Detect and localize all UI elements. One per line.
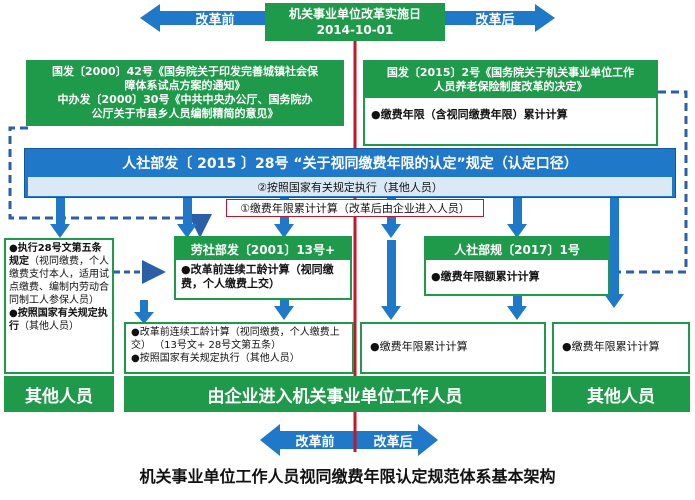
- policy-line: 中办发〔2000〕30号《中共中央办公厅、国务院办: [57, 93, 313, 106]
- banner-rule-1: ①缴费年限累计计算（改革后由企业进入人员）: [226, 199, 484, 217]
- rule-bullet: ●执行28号文第五条规定: [9, 243, 102, 267]
- reform-policy-title: 国发〔2015〕2号《国务院关于机关事业单位工作 人员养老保险制度改革的决定》: [365, 62, 656, 98]
- bottom-after-label: 改革后: [373, 434, 413, 450]
- dashed-right-connector: [554, 90, 688, 284]
- figure-caption: 机关事业单位工作人员视同缴费年限认定规范体系基本架构: [139, 467, 556, 486]
- dashed-left-connector: [8, 126, 212, 238]
- bottom-before-label: 改革前: [295, 434, 335, 450]
- hrss-2017-box: 人社部规〔2017〕1号 ●缴费年限额累计计算: [424, 236, 610, 296]
- rule-line: ●按照国家有关规定执行（其他人员）: [131, 353, 300, 364]
- labor-13-body: ●改革前连续工龄计算（视同缴费，个人缴费上交）: [181, 263, 334, 290]
- labor-13-box: 劳社部发〔2001〕13号+ ●改革前连续工龄计算（视同缴费，个人缴费上交）: [174, 236, 352, 300]
- reform-date-box: 机关事业单位改革实施日 2014-10-01: [265, 3, 445, 41]
- reform-date-value: 2014-10-01: [316, 23, 394, 37]
- other-staff-right-label: 其他人员: [552, 376, 690, 412]
- policy-line: 人员养老保险制度改革的决定》: [433, 80, 588, 93]
- reform-policy-bullet: ●缴费年限（含视同缴费年限）累计计算: [371, 108, 568, 121]
- enterprise-post-box: ●缴费年限累计计算: [360, 322, 546, 374]
- rule-detail: （其他人员）: [19, 321, 79, 332]
- rule-detail: （视同缴费，个人缴费支付本人，适用试点缴费、编制内劳动合同制工人参保人员）: [9, 256, 109, 306]
- reform-policy-box: 国发〔2015〕2号《国务院关于机关事业单位工作 人员养老保险制度改革的决定》 …: [363, 60, 658, 146]
- hrss-28-banner: 人社部发〔 2015 〕28号 “关于视同缴费年限的认定”规定（认定口径） ②按…: [24, 148, 676, 198]
- banner-title: 人社部发〔 2015 〕28号 “关于视同缴费年限的认定”规定（认定口径）: [122, 156, 578, 172]
- pre-reform-policy-box: 国发〔2000〕42号《国务院关于印发完善城镇社会保 障体系试点方案的通知》 中…: [26, 60, 344, 126]
- policy-line: 国发〔2015〕2号《国务院关于机关事业单位工作: [386, 66, 635, 79]
- other-staff-post-box: ●缴费年限累计计算: [552, 322, 690, 374]
- other-staff-pre-box: ●执行28号文第五条规定（视同缴费，个人缴费支付本人，适用试点缴费、编制内劳动合…: [4, 238, 114, 374]
- hrss-2017-title: 人社部规〔2017〕1号: [426, 238, 608, 260]
- policy-line: 障体系试点方案的通知》: [124, 79, 246, 92]
- bottom-timeline-arrow: [260, 424, 438, 456]
- banner-rule-2: ②按照国家有关规定执行（其他人员）: [28, 177, 672, 196]
- rule-bullet: ●按照国家有关规定执行: [9, 308, 108, 332]
- reform-date-title: 机关事业单位改革实施日: [288, 7, 421, 21]
- rule-line: ●改革前连续工龄计算（视同缴费，个人缴费上交） （13号文+ 28号文第五条）: [131, 327, 340, 351]
- top-after-label: 改革后: [475, 12, 515, 28]
- top-before-label: 改革前: [195, 12, 235, 28]
- enterprise-pre-box: ●改革前连续工龄计算（视同缴费，个人缴费上交） （13号文+ 28号文第五条） …: [124, 322, 354, 374]
- labor-13-title: 劳社部发〔2001〕13号+: [176, 238, 350, 260]
- enterprise-staff-label: 由企业进入机关事业单位工作人员: [124, 376, 546, 412]
- policy-line: 公厅关于市县乡人员编制精简的意见》: [91, 107, 279, 120]
- hrss-2017-body: ●缴费年限额累计计算: [431, 270, 540, 283]
- other-staff-left-label: 其他人员: [4, 376, 114, 412]
- policy-line: 国发〔2000〕42号《国务院关于印发完善城镇社会保: [52, 65, 318, 78]
